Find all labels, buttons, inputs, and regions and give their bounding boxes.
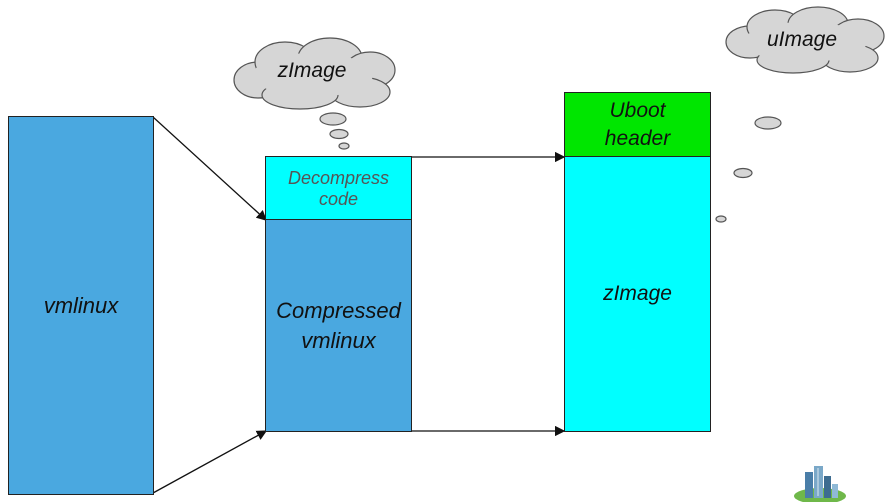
zimage-cloud-label: zImage — [277, 59, 347, 82]
zimage-cloud-shape — [233, 37, 396, 110]
zimage-cloud-dot-1 — [319, 112, 347, 126]
zimage-box: zImage — [564, 156, 711, 432]
uimage-cloud-dot-2 — [733, 167, 753, 179]
decompress-code-box: Decompress code — [265, 156, 412, 221]
uboot-header-box: Uboot header — [564, 92, 711, 158]
decompress-label-line1: Decompress — [287, 167, 390, 188]
compressed-label-line2: vmlinux — [301, 327, 376, 353]
vmlinux-label: vmlinux — [43, 292, 119, 318]
uimage-cloud-dot-3 — [715, 215, 727, 223]
decompress-label-line2: code — [318, 188, 359, 209]
zimage-box-label: zImage — [603, 282, 672, 305]
compressed-vmlinux-box: Compressed vmlinux — [265, 219, 412, 432]
uimage-cloud-label: uImage — [766, 28, 838, 51]
vmlinux-box: vmlinux — [8, 116, 154, 495]
building-logo-icon — [794, 466, 846, 502]
uboot-label-line1: Uboot — [609, 99, 666, 122]
uimage-cloud-shape — [725, 6, 885, 74]
zimage-cloud-dot-3 — [338, 142, 350, 150]
uimage-cloud-dot-1 — [754, 116, 782, 130]
zimage-cloud-dot-2 — [329, 128, 349, 140]
arrow-vmlinux-top — [152, 116, 267, 221]
uboot-label-line2: header — [604, 127, 671, 150]
arrow-vmlinux-bottom — [152, 430, 268, 494]
compressed-label-line1: Compressed — [276, 297, 401, 323]
